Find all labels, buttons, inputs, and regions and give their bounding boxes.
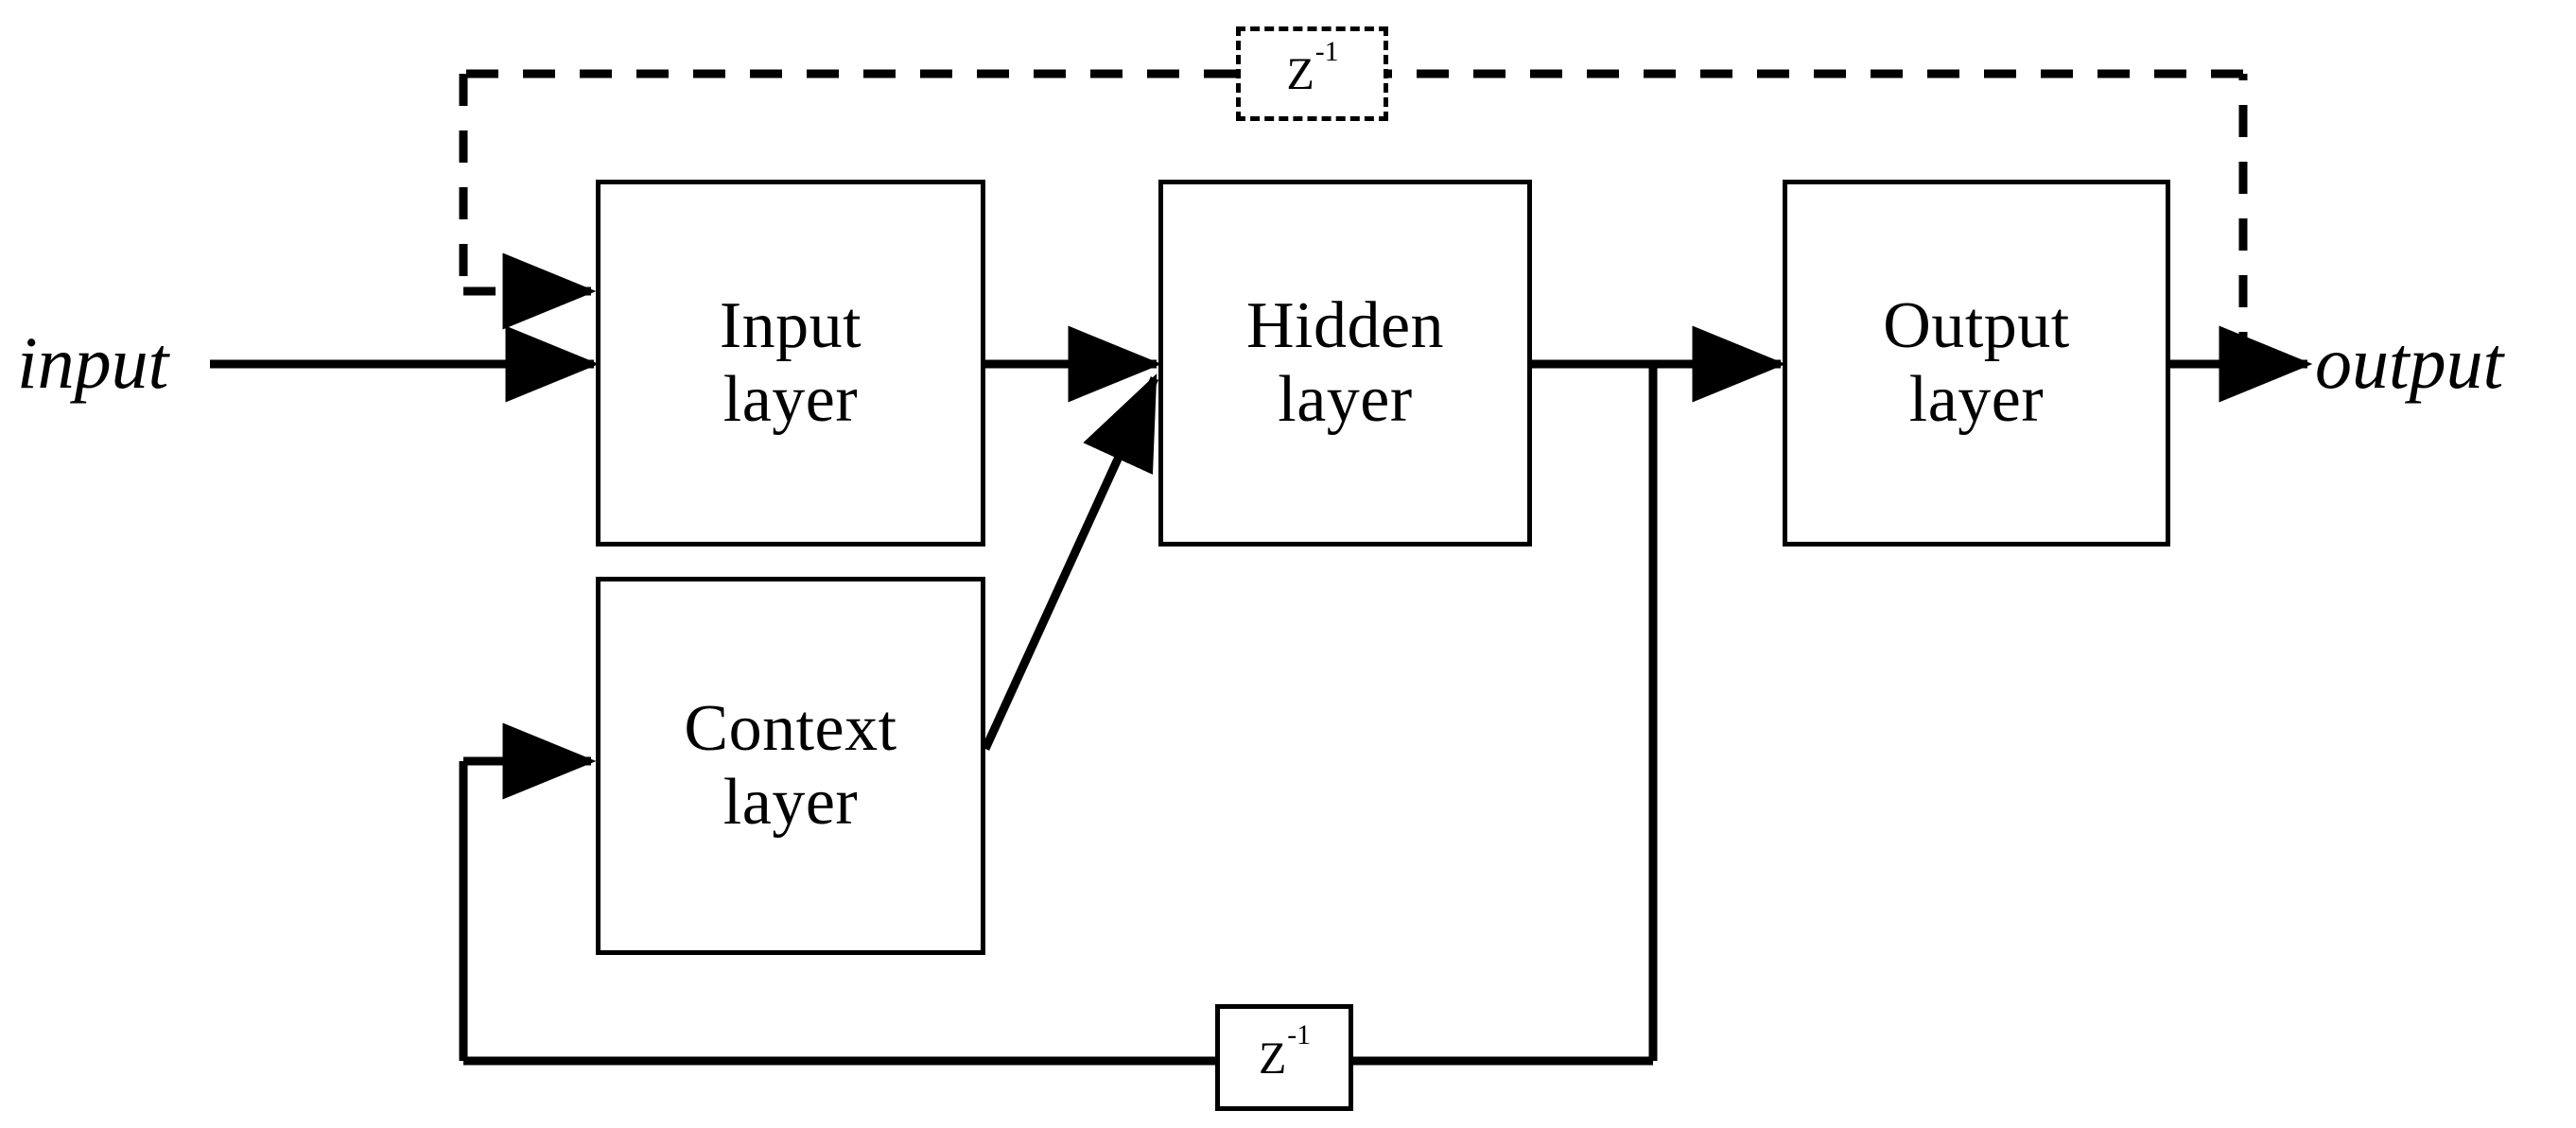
block-hidden-layer[interactable]: Hidden layer bbox=[1158, 180, 1532, 547]
signal-label-output: output bbox=[2315, 321, 2504, 404]
signal-label-input: input bbox=[17, 321, 169, 404]
delay-context-feedback-exponent: -1 bbox=[1287, 1019, 1312, 1051]
block-output-layer-label: Output layer bbox=[1883, 288, 2070, 436]
block-hidden-layer-label: Hidden layer bbox=[1245, 288, 1445, 436]
block-input-layer[interactable]: Input layer bbox=[596, 180, 985, 547]
block-context-layer-label: Context layer bbox=[684, 691, 897, 839]
block-output-layer[interactable]: Output layer bbox=[1783, 180, 2170, 547]
block-context-layer[interactable]: Context layer bbox=[596, 577, 985, 955]
delay-context-feedback-base: Z bbox=[1258, 1033, 1287, 1084]
delay-block-output-feedback[interactable]: Z-1 bbox=[1236, 26, 1388, 121]
wire-context-layer-to-hidden-layer bbox=[981, 373, 1159, 751]
delay-context-feedback-expression: Z-1 bbox=[1258, 1021, 1311, 1084]
delay-output-feedback-exponent: -1 bbox=[1314, 35, 1339, 67]
block-input-layer-label: Input layer bbox=[719, 288, 862, 436]
delay-output-feedback-expression: Z-1 bbox=[1286, 37, 1338, 99]
delay-output-feedback-base: Z bbox=[1286, 49, 1314, 99]
delay-block-context-feedback[interactable]: Z-1 bbox=[1215, 1004, 1353, 1111]
